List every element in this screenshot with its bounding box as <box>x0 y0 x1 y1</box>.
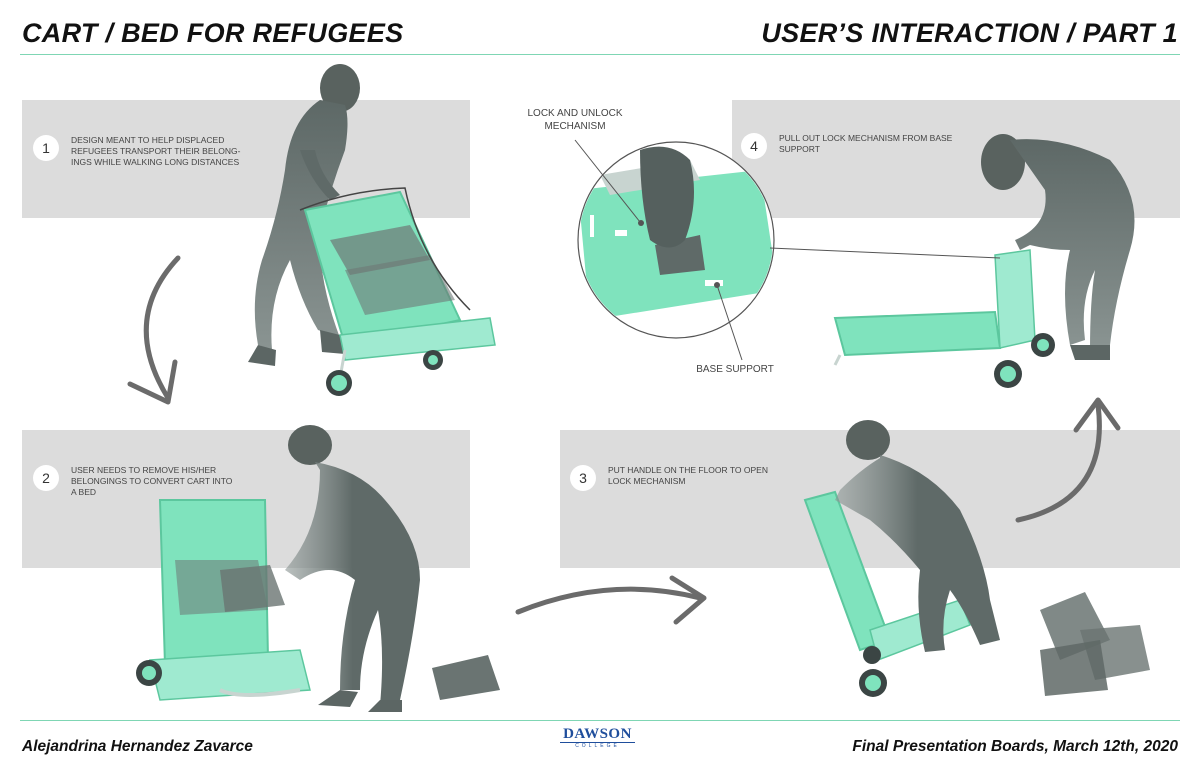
step-2-number: 2 <box>33 465 59 491</box>
step-3-number: 3 <box>570 465 596 491</box>
arrow-2-to-3 <box>515 575 707 625</box>
scene-3-person-silhouette <box>835 420 1000 652</box>
lock-detail-circle <box>577 141 775 339</box>
header-rule <box>20 54 1180 55</box>
callout-lock-mechanism: LOCK AND UNLOCK MECHANISM <box>527 108 623 132</box>
arrow-3-to-4 <box>1015 397 1121 523</box>
callout-base-support: BASE SUPPORT <box>696 364 774 375</box>
scene-2-cart <box>136 499 311 701</box>
step-4: 4 PULL OUT LOCK MECHANISM FROM BASE SUPP… <box>741 133 954 159</box>
scene-1-cart <box>299 187 496 396</box>
step-4-number: 4 <box>741 133 767 159</box>
logo-wordmark: DAWSON <box>563 726 632 742</box>
scene-2-person-silhouette <box>285 425 420 712</box>
scene-3-bags <box>1040 592 1150 696</box>
step-1: 1 DESIGN MEANT TO HELP DISPLACED REFUGEE… <box>33 135 246 168</box>
scene-4-bed <box>833 249 1055 388</box>
arrow-1-to-2 <box>127 255 181 405</box>
scene-1-person-silhouette <box>248 64 360 366</box>
step-4-text: PULL OUT LOCK MECHANISM FROM BASE SUPPOR… <box>779 133 953 154</box>
step-2-text: USER NEEDS TO REMOVE HIS/HER BELONGINGS … <box>71 465 233 497</box>
board-title: CART / BED FOR REFUGEES <box>22 18 404 48</box>
step-2: 2 USER NEEDS TO REMOVE HIS/HER BELONGING… <box>33 465 236 498</box>
step-3-text: PUT HANDLE ON THE FLOOR TO OPEN LOCK MEC… <box>608 465 768 486</box>
scene-2-bag <box>432 655 500 700</box>
author-name: Alejandrina Hernandez Zavarce <box>22 738 253 755</box>
step-1-text: DESIGN MEANT TO HELP DISPLACED REFUGEES … <box>71 135 241 167</box>
dawson-college-logo: DAWSON COLLEGE <box>560 726 635 750</box>
board-subtitle: USER’S INTERACTION / PART 1 <box>761 18 1178 48</box>
scene-3-cart <box>803 490 971 697</box>
scene-4-person-silhouette <box>981 134 1135 360</box>
logo-subtext: COLLEGE <box>560 742 635 750</box>
callout-lines <box>574 139 1001 361</box>
step-1-number: 1 <box>33 135 59 161</box>
presentation-info: Final Presentation Boards, March 12th, 2… <box>852 738 1178 755</box>
footer-rule <box>20 720 1180 721</box>
step-3: 3 PUT HANDLE ON THE FLOOR TO OPEN LOCK M… <box>570 465 768 491</box>
